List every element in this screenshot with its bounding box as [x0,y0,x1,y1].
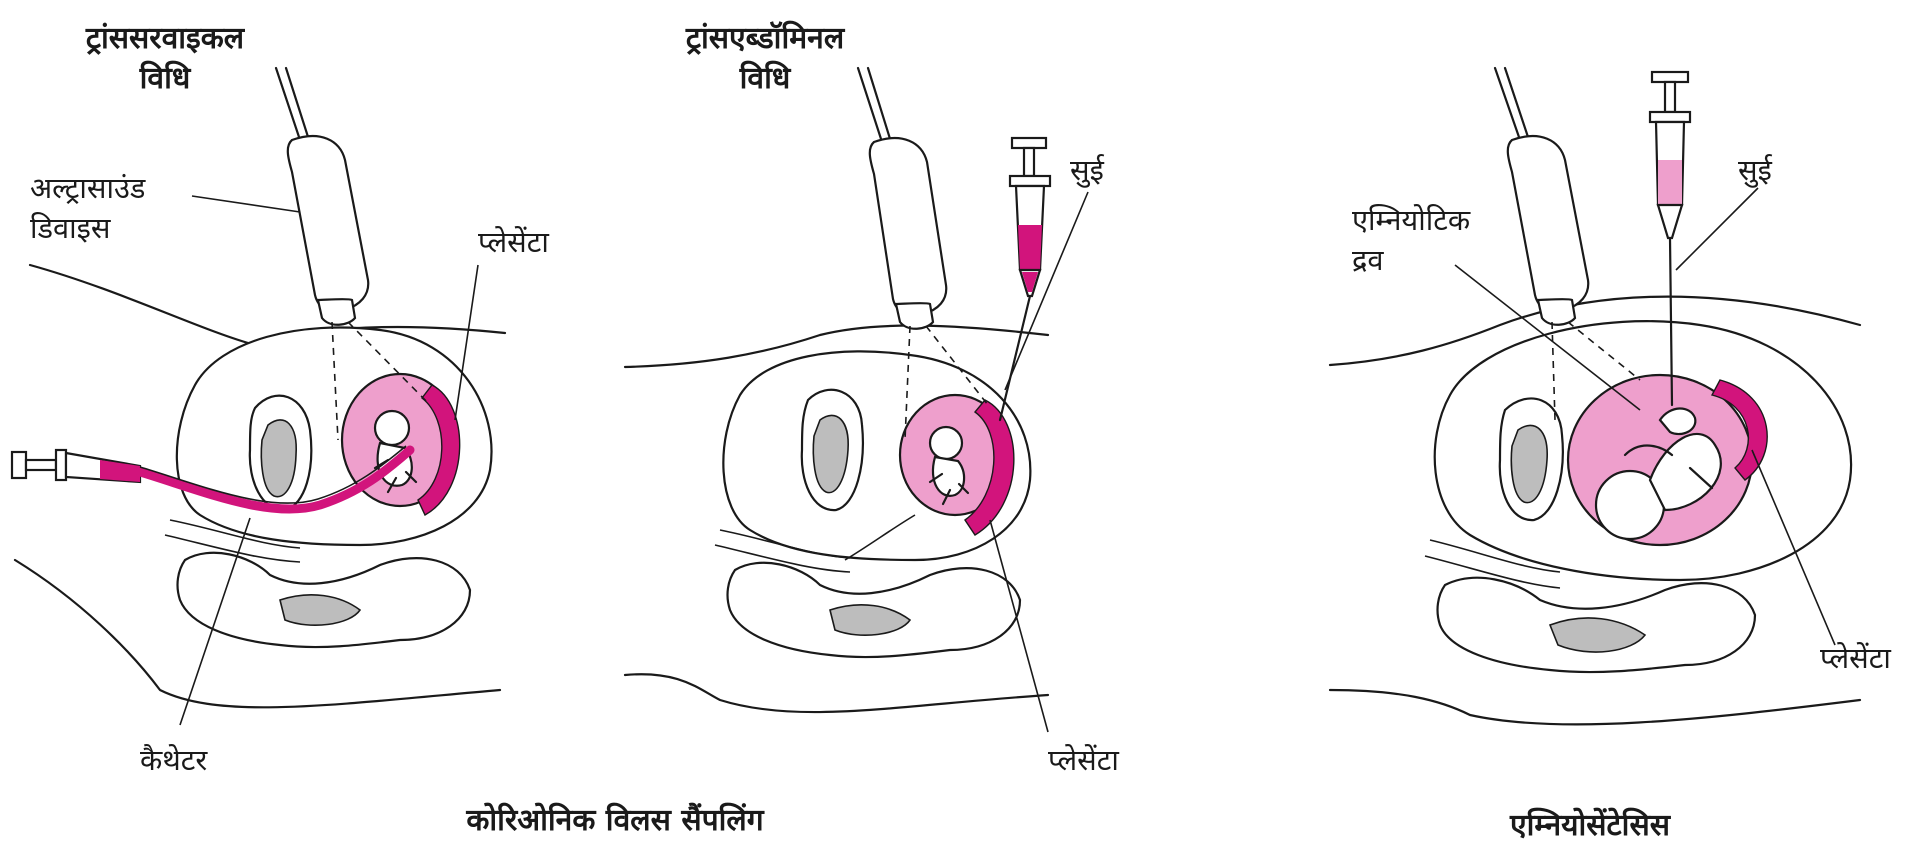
label-ultrasound-device-2: डिवाइस [30,211,112,245]
body-outline-upper-2 [623,324,1050,369]
leader-placenta-2 [989,519,1049,733]
body-outline-upper-3 [1328,295,1862,367]
bowel-content-3 [1548,617,1647,653]
body-outline-lower-2 [623,673,1050,714]
spine-curve-3 [1424,539,1561,589]
fetus-shape-2 [928,425,970,506]
label-placenta-amniocentesis: प्लेसेंटा [1820,641,1891,675]
method-title-transabdominal-2: विधि [739,60,792,96]
method-title-transcervical-2: विधि [139,60,192,96]
ultrasound-probe-3 [1493,66,1590,326]
leader-placenta-1 [454,264,479,421]
fetus-shape-3 [1594,407,1722,541]
ultrasound-beam-2b [925,325,989,406]
method-title-transabdominal-1: ट्रांसएब्डॉमिनल [685,20,846,56]
placenta-shape-2 [964,399,1015,536]
panel-transcervical: ट्रांससरवाइकल विधि अल्ट्रासाउंड डिवाइस प… [10,21,549,777]
label-amniotic-fluid-1: एम्नियोटिक [1352,203,1471,237]
label-catheter: कैथेटर [140,743,208,777]
ultrasound-beam-3b [1567,321,1641,381]
leader-ultrasound [191,195,301,213]
panel-transabdominal: ट्रांसएब्डॉमिनल विधि सुई प्लेसेंटा [623,20,1119,777]
syringe-transabdominal [998,136,1052,422]
spine-curve-2 [714,529,851,573]
leader-needle-2 [1004,191,1089,391]
bowel-content [279,594,362,626]
syringe-amniocentesis [1648,70,1692,407]
body-outline-lower [13,558,502,709]
bladder-content [260,419,297,498]
leader-placenta-3 [1751,449,1836,646]
catheter-tube [135,445,415,514]
ultrasound-beam-2a [904,325,911,441]
label-placenta-transabdominal: प्लेसेंटा [1048,743,1119,777]
leader-amniotic-fluid [1454,264,1641,411]
label-placenta-transcervical: प्लेसेंटा [478,225,549,259]
bladder-content-3 [1510,424,1548,504]
ultrasound-probe-1 [274,66,370,326]
body-outline-lower-3 [1328,688,1862,726]
ultrasound-beam-1b [347,321,431,406]
bladder-content-2 [812,414,849,494]
label-amniotic-fluid-2: द्रव [1352,243,1384,277]
ultrasound-probe-2 [856,66,948,330]
panel-amniocentesis: एम्नियोटिक द्रव सुई प्लेसेंटा [1328,66,1891,726]
cervix-line-2 [844,514,916,561]
catheter-tube-outline [139,445,407,504]
ultrasound-beam-1a [331,321,339,441]
caption-amniocentesis: एम्नियोसेंटेसिस [1509,807,1672,843]
leader-catheter [179,517,251,726]
method-title-transcervical-1: ट्रांससरवाइकल [85,21,246,56]
label-needle-transabdominal: सुई [1070,153,1105,188]
bowel-content-2 [829,604,912,636]
leader-needle-3 [1675,187,1759,271]
syringe-transcervical [10,448,142,484]
ultrasound-beam-3a [1551,321,1556,421]
label-needle-amniocentesis: सुई [1738,153,1773,188]
body-outline-upper [28,263,507,347]
caption-chorionic-villus-sampling: कोरिओनिक विलस सैंपलिंग [465,802,764,838]
label-ultrasound-device-1: अल्ट्रासाउंड [30,171,146,205]
placenta-shape [417,384,461,516]
